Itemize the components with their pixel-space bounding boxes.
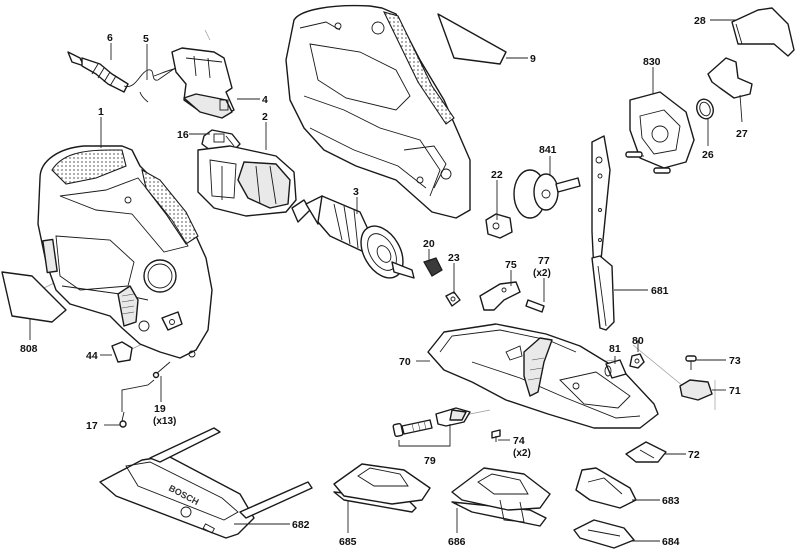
callout-77: 77 xyxy=(538,255,550,267)
callout-75: 75 xyxy=(505,259,517,271)
callout-841: 841 xyxy=(539,144,557,156)
part-3-armature[interactable] xyxy=(291,195,415,285)
callout-72: 72 xyxy=(688,449,700,461)
callout-683: 683 xyxy=(662,495,680,507)
part-830-gear-housing[interactable] xyxy=(625,91,695,174)
part-19-housing-screw[interactable] xyxy=(152,361,171,379)
callout-3: 3 xyxy=(353,186,359,198)
callout-4: 4 xyxy=(262,94,268,106)
callout-22: 22 xyxy=(491,169,503,181)
part-17-screw[interactable] xyxy=(119,411,127,428)
part-20-bearing[interactable] xyxy=(423,257,443,277)
callout-16: 16 xyxy=(177,129,189,141)
callout-830: 830 xyxy=(643,56,661,68)
part-28-blower-nozzle[interactable] xyxy=(731,7,795,57)
callout-1: 1 xyxy=(98,106,104,118)
callout-2: 2 xyxy=(262,111,268,123)
callout-28: 28 xyxy=(694,15,706,27)
callout-77-qty: (x2) xyxy=(533,268,551,279)
part-74-screw-base[interactable] xyxy=(491,429,501,442)
callout-808: 808 xyxy=(20,343,38,355)
part-22-eccentric[interactable] xyxy=(485,213,513,239)
callout-26: 26 xyxy=(702,149,714,161)
callout-labels: 6 5 4 1 16 2 9 3 22 841 830 28 27 26 20 … xyxy=(20,15,748,548)
part-6-cord-sleeve[interactable] xyxy=(67,51,129,93)
callout-44: 44 xyxy=(86,350,98,362)
callout-5: 5 xyxy=(143,33,149,45)
part-808-type-label[interactable] xyxy=(1,271,67,323)
part-683-anti-splinter-insert[interactable] xyxy=(575,467,637,509)
callout-19: 19 xyxy=(154,403,166,415)
part-686-dust-adapter-deep[interactable] xyxy=(451,467,551,527)
callout-686: 686 xyxy=(448,536,466,548)
callout-74-qty: (x2) xyxy=(513,448,531,459)
callout-19-qty: (x13) xyxy=(153,416,176,427)
callout-79: 79 xyxy=(424,455,436,467)
part-2-field-coil[interactable] xyxy=(197,145,297,217)
part-72-slide[interactable] xyxy=(625,441,667,463)
callout-684: 684 xyxy=(662,536,680,548)
callout-681: 681 xyxy=(651,285,669,297)
part-684-insert-plate[interactable] xyxy=(573,519,635,549)
part-71-clamp[interactable] xyxy=(679,379,713,401)
callout-71: 71 xyxy=(729,385,741,397)
callout-20: 20 xyxy=(423,238,435,250)
callout-74: 74 xyxy=(513,435,525,447)
callout-73: 73 xyxy=(729,355,741,367)
part-plunger-rod[interactable] xyxy=(591,135,611,273)
part-5-cable-wires[interactable] xyxy=(123,65,179,103)
part-23-bearing-small[interactable] xyxy=(445,291,461,307)
part-27-guide-clip[interactable] xyxy=(707,57,753,99)
callout-682: 682 xyxy=(292,519,310,531)
callout-685: 685 xyxy=(339,536,357,548)
leader-lines xyxy=(29,19,743,542)
callout-81: 81 xyxy=(609,343,621,355)
part-79-bolt-and-sleeve[interactable] xyxy=(392,407,471,438)
callout-23: 23 xyxy=(448,252,460,264)
part-80-nut[interactable] xyxy=(629,353,645,369)
part-841-drive-gear[interactable] xyxy=(513,169,581,219)
part-1-housing-left[interactable] xyxy=(37,145,213,359)
callout-80: 80 xyxy=(632,335,644,347)
part-70-base-plate[interactable] xyxy=(427,323,659,429)
part-682-parallel-guide[interactable]: BOSCH xyxy=(99,427,313,539)
part-685-dust-adapter[interactable] xyxy=(333,463,431,513)
callout-27: 27 xyxy=(736,128,748,140)
part-681-blade-guard[interactable] xyxy=(591,255,615,331)
part-4-switch[interactable] xyxy=(171,47,235,119)
callout-9: 9 xyxy=(530,53,536,65)
callout-6: 6 xyxy=(107,32,113,44)
part-77-pin[interactable] xyxy=(525,299,545,313)
part-44-cap[interactable] xyxy=(111,341,133,363)
part-26-o-ring[interactable] xyxy=(694,97,716,121)
part-9-label-plate[interactable] xyxy=(437,13,507,65)
part-75-lever[interactable] xyxy=(479,281,521,311)
part-73-screw-small[interactable] xyxy=(685,355,697,370)
callout-17: 17 xyxy=(86,420,98,432)
part-housing-right[interactable] xyxy=(285,4,471,219)
callout-70: 70 xyxy=(399,356,411,368)
